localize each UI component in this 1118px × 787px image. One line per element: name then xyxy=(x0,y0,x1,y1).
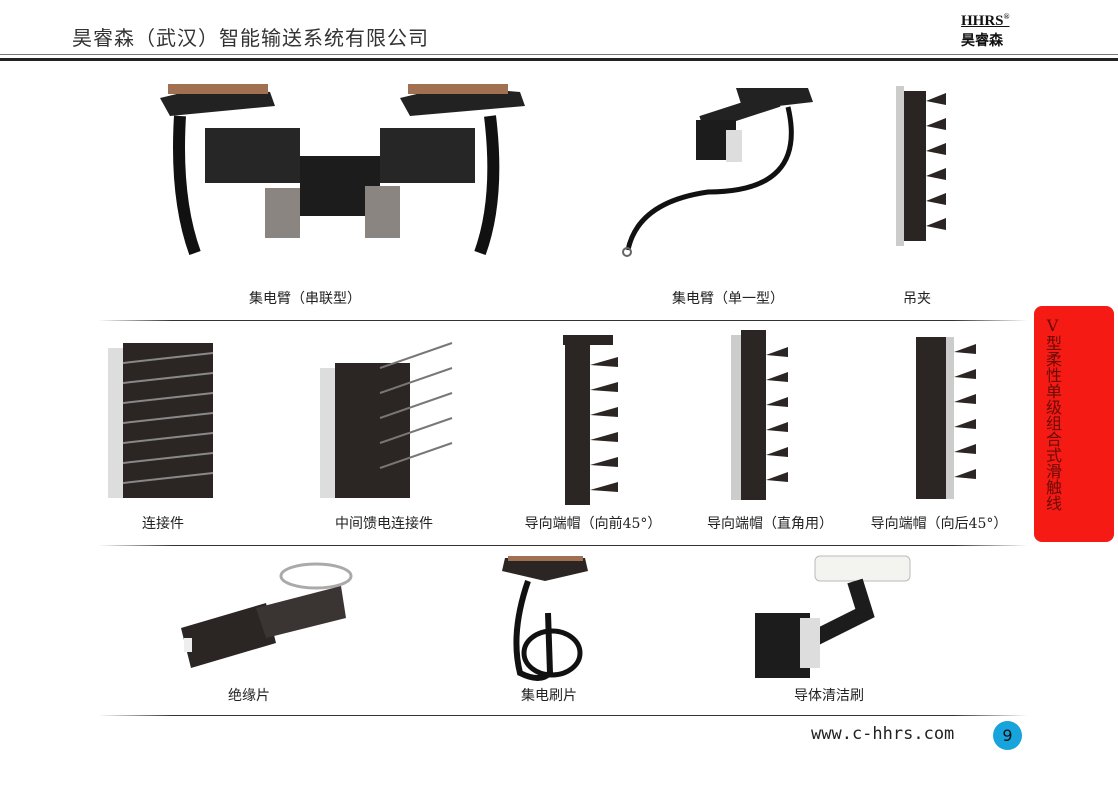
label-end-cap-backward-45: 导向端帽（向后45°） xyxy=(870,516,1008,532)
collector-arm-serial-image xyxy=(160,84,525,256)
category-side-tab-text: V型柔性单级组合式滑触线 xyxy=(1043,316,1062,511)
header-divider xyxy=(0,54,1118,55)
label-end-cap-forward-45: 导向端帽（向前45°） xyxy=(524,516,662,532)
hanger-clamp-image xyxy=(896,86,946,246)
insulating-plate-image xyxy=(181,562,353,668)
label-insulating-plate: 绝缘片 xyxy=(228,688,270,704)
connector-image xyxy=(108,343,214,498)
end-cap-right-angle-image xyxy=(731,330,788,500)
end-cap-forward-45-image xyxy=(563,335,618,505)
label-feed-connector: 中间馈电连接件 xyxy=(335,516,433,532)
end-cap-backward-45-image xyxy=(916,337,976,499)
brand-logo: HHRS® 昊睿森 xyxy=(961,12,1010,49)
collector-brush-image xyxy=(502,556,588,681)
collector-arm-single-image xyxy=(622,88,813,257)
category-side-tab xyxy=(1034,306,1114,542)
label-collector-brush: 集电刷片 xyxy=(521,688,577,704)
conductor-cleaning-brush-image xyxy=(755,555,911,678)
label-connector: 连接件 xyxy=(142,516,184,532)
section-divider xyxy=(98,715,1028,716)
label-conductor-cleaning-brush: 导体清洁刷 xyxy=(794,688,864,704)
feed-connector-image xyxy=(320,342,453,498)
label-end-cap-right-angle: 导向端帽（直角用） xyxy=(707,516,833,532)
company-name: 昊睿森（武汉）智能输送系统有限公司 xyxy=(72,26,429,50)
page-number-badge: 9 xyxy=(993,721,1022,750)
label-collector-arm-single: 集电臂（单一型） xyxy=(672,291,784,307)
website-url: www.c-hhrs.com xyxy=(811,724,955,744)
label-collector-arm-serial: 集电臂（串联型） xyxy=(249,291,361,307)
header-divider-thick xyxy=(0,58,1118,61)
section-divider xyxy=(98,320,1028,321)
label-hanger-clamp: 吊夹 xyxy=(903,291,931,307)
section-divider xyxy=(98,545,1028,546)
